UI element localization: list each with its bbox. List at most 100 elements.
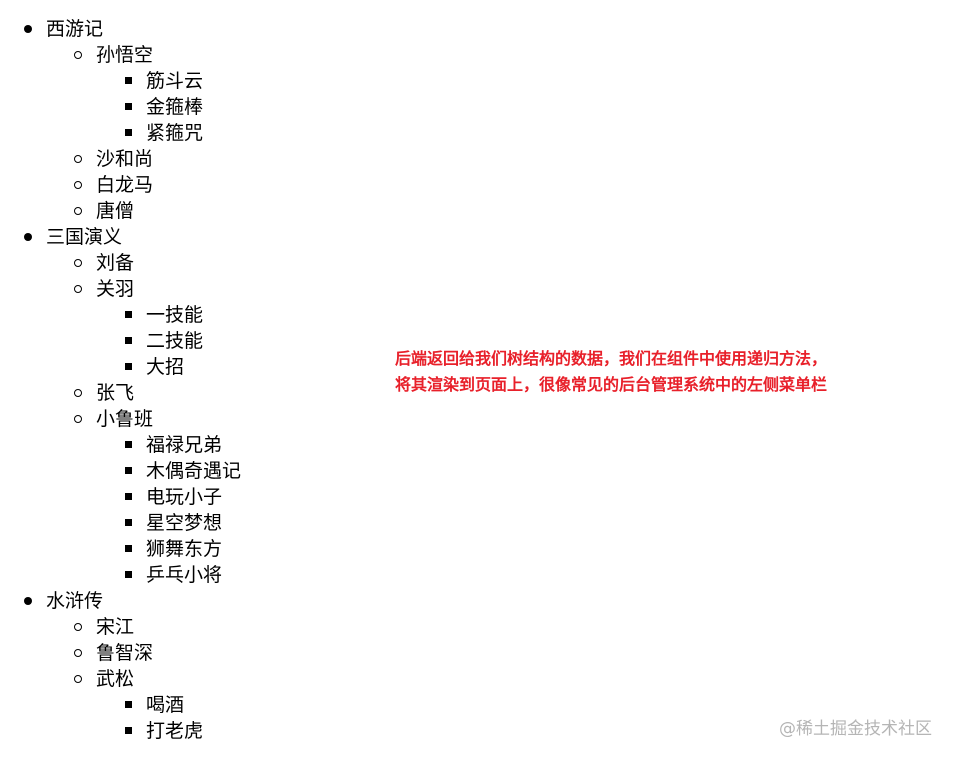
tree-children: 刘备 关羽 一技能 二技能 大招 张飞 小鲁班 福禄兄弟 木偶奇遇记 电玩小子 … [0,250,241,588]
circle-bullet-icon [74,649,82,657]
tree-node-label: 喝酒 [146,694,185,716]
tree-node-leaf: 喝酒 [0,692,241,718]
circle-bullet-icon [74,389,82,397]
tree-children: 孙悟空 筋斗云 金箍棒 紧箍咒 沙和尚 白龙马 唐僧 [0,42,241,224]
square-bullet-icon [125,363,132,370]
tree-node-leaf: 星空梦想 [0,510,241,536]
square-bullet-icon [125,103,132,110]
tree-node-label: 关羽 [96,278,135,300]
tree-node-label: 唐僧 [96,200,135,222]
tree-node-row: 小鲁班 [0,406,241,432]
tree-node-character: 小鲁班 福禄兄弟 木偶奇遇记 电玩小子 星空梦想 狮舞东方 乒乓小将 [0,406,241,588]
tree-node-character: 唐僧 [0,198,241,224]
tree-node-leaf: 木偶奇遇记 [0,458,241,484]
circle-bullet-icon [74,285,82,293]
tree-node-label: 打老虎 [146,720,204,742]
tree-node-label: 宋江 [96,616,135,638]
tree-node-character: 孙悟空 筋斗云 金箍棒 紧箍咒 [0,42,241,146]
square-bullet-icon [125,441,132,448]
tree-node-character: 刘备 [0,250,241,276]
tree-node-row: 三国演义 [0,224,241,250]
tree-node-label: 张飞 [96,382,135,404]
circle-bullet-icon [74,155,82,163]
tree-node-label: 一技能 [146,304,204,326]
circle-bullet-icon [74,623,82,631]
tree-node-label: 武松 [96,668,135,690]
tree-node-label: 紧箍咒 [146,122,204,144]
square-bullet-icon [125,77,132,84]
tree-node-leaf: 二技能 [0,328,241,354]
tree-node-leaf: 电玩小子 [0,484,241,510]
square-bullet-icon [125,311,132,318]
tree-node-character: 白龙马 [0,172,241,198]
tree-node-leaf: 打老虎 [0,718,241,744]
tree-node-character: 鲁智深 [0,640,241,666]
tree-children: 筋斗云 金箍棒 紧箍咒 [0,68,241,146]
tree-node-label: 二技能 [146,330,204,352]
tree-node-label: 筋斗云 [146,70,204,92]
tree-node-label: 沙和尚 [96,148,154,170]
tree-node-character: 张飞 [0,380,241,406]
tree-node-book: 西游记 孙悟空 筋斗云 金箍棒 紧箍咒 沙和尚 白龙马 唐僧 [0,16,241,224]
tree-node-book: 三国演义 刘备 关羽 一技能 二技能 大招 张飞 小鲁班 福禄兄弟 木偶奇遇记 … [0,224,241,588]
square-bullet-icon [125,545,132,552]
tree-node-label: 木偶奇遇记 [146,460,242,482]
tree-node-leaf: 筋斗云 [0,68,241,94]
tree-node-label: 孙悟空 [96,44,154,66]
tree-node-character: 沙和尚 [0,146,241,172]
tree-node-leaf: 福禄兄弟 [0,432,241,458]
tree-node-label: 水浒传 [46,590,104,612]
annotation-line: 将其渲染到页面上，很像常见的后台管理系统中的左侧菜单栏 [395,375,828,394]
square-bullet-icon [125,701,132,708]
disc-bullet-icon [24,597,32,605]
tree-node-label: 小鲁班 [96,408,154,430]
tree-children: 福禄兄弟 木偶奇遇记 电玩小子 星空梦想 狮舞东方 乒乓小将 [0,432,241,588]
tree-node-label: 乒乓小将 [146,564,223,586]
tree-node-label: 鲁智深 [96,642,154,664]
tree-root: 西游记 孙悟空 筋斗云 金箍棒 紧箍咒 沙和尚 白龙马 唐僧 三国演义 刘备 关… [0,16,241,744]
tree-node-label: 金箍棒 [146,96,204,118]
tree-node-label: 狮舞东方 [146,538,223,560]
annotation-note: 后端返回给我们树结构的数据，我们在组件中使用递归方法， 将其渲染到页面上，很像常… [395,346,827,398]
tree-node-leaf: 金箍棒 [0,94,241,120]
tree-node-label: 星空梦想 [146,512,223,534]
tree-children: 喝酒 打老虎 [0,692,241,744]
tree-node-label: 白龙马 [96,174,154,196]
tree-node-character: 关羽 一技能 二技能 大招 [0,276,241,380]
tree-node-character: 武松 喝酒 打老虎 [0,666,241,744]
tree-node-row: 西游记 [0,16,241,42]
tree-node-leaf: 大招 [0,354,241,380]
circle-bullet-icon [74,51,82,59]
disc-bullet-icon [24,233,32,241]
square-bullet-icon [125,337,132,344]
square-bullet-icon [125,467,132,474]
tree-node-leaf: 狮舞东方 [0,536,241,562]
square-bullet-icon [125,493,132,500]
circle-bullet-icon [74,415,82,423]
annotation-line: 后端返回给我们树结构的数据，我们在组件中使用递归方法， [395,349,828,368]
tree-node-label: 三国演义 [46,226,123,248]
tree-node-label: 电玩小子 [146,486,223,508]
tree-node-character: 宋江 [0,614,241,640]
circle-bullet-icon [74,207,82,215]
watermark: @稀土掘金技术社区 [779,719,932,739]
tree-node-label: 大招 [146,356,185,378]
tree-node-label: 福禄兄弟 [146,434,223,456]
circle-bullet-icon [74,675,82,683]
square-bullet-icon [125,571,132,578]
square-bullet-icon [125,519,132,526]
tree-node-label: 刘备 [96,252,135,274]
square-bullet-icon [125,727,132,734]
tree-node-row: 水浒传 [0,588,241,614]
tree-node-row: 关羽 [0,276,241,302]
tree-children: 宋江 鲁智深 武松 喝酒 打老虎 [0,614,241,744]
tree-node-row: 武松 [0,666,241,692]
tree-node-row: 孙悟空 [0,42,241,68]
tree-node-leaf: 一技能 [0,302,241,328]
circle-bullet-icon [74,181,82,189]
tree-children: 一技能 二技能 大招 [0,302,241,380]
tree-node-label: 西游记 [46,18,104,40]
tree-node-book: 水浒传 宋江 鲁智深 武松 喝酒 打老虎 [0,588,241,744]
tree-node-leaf: 紧箍咒 [0,120,241,146]
circle-bullet-icon [74,259,82,267]
